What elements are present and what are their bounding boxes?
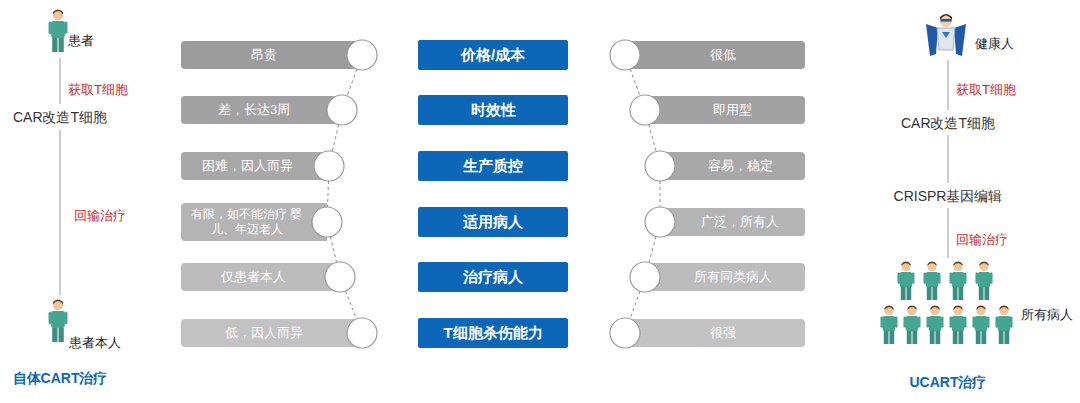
dashed-guide	[649, 124, 656, 151]
person-icon	[926, 306, 943, 344]
person-icon	[903, 306, 920, 344]
hero-icon	[926, 14, 966, 56]
column-label: CRISPR基因编辑	[892, 188, 1005, 205]
category-box: 治疗病人	[418, 262, 568, 292]
category-label: 治疗病人	[463, 268, 523, 287]
person-icon	[923, 262, 940, 300]
category-label: 适用病人	[463, 213, 523, 232]
comparison-text: 仅患者本人	[221, 269, 286, 285]
person-icon	[975, 262, 992, 300]
person-icon	[972, 306, 989, 344]
category-label: 价格/成本	[461, 46, 525, 65]
dashed-guide	[660, 181, 661, 207]
step-label: 回输治疗	[954, 232, 1010, 248]
step-label: 获取T细胞	[954, 82, 1018, 98]
flow-line	[948, 135, 949, 183]
comparison-pill: 昂贵	[181, 41, 362, 69]
column-label: CAR改造T细胞	[11, 109, 109, 126]
comparison-pill: 困难，因人而异	[181, 152, 329, 180]
method-title: UCART治疗	[908, 374, 989, 391]
flow-line	[60, 58, 61, 104]
dashed-guide	[327, 181, 329, 207]
comparison-text: 所有同类病人	[694, 269, 772, 285]
column-label: 患者	[66, 33, 96, 49]
person-icon	[949, 262, 966, 300]
category-box: 价格/成本	[418, 40, 568, 70]
comparison-pill: 有限，如不能治疗 婴儿、年迈老人	[181, 203, 327, 241]
step-label: 回输治疗	[72, 208, 128, 224]
comparison-text: 低，因人而异	[225, 325, 303, 341]
dashed-guide	[347, 69, 357, 96]
comparison-text: 很强	[710, 325, 736, 341]
dashed-guide	[332, 125, 338, 152]
comparison-pill: 容易，稳定	[660, 152, 805, 180]
comparison-text: 广泛，所有人	[701, 214, 779, 230]
comparison-text: 差，长达3周	[218, 102, 290, 118]
comparison-pill: 很低	[625, 41, 805, 69]
category-label: 时效性	[471, 101, 516, 120]
comparison-pill: 差，长达3周	[181, 96, 342, 124]
comparison-pill: 低，因人而异	[181, 319, 362, 347]
flow-line	[948, 208, 949, 258]
method-title: 自体CART治疗	[11, 370, 110, 387]
category-label: 生产质控	[463, 157, 523, 176]
comparison-pill: 很强	[625, 319, 805, 347]
dashed-guide	[630, 291, 640, 319]
dashed-guide	[649, 236, 656, 262]
category-box: T细胞杀伤能力	[418, 318, 568, 348]
column-label: 健康人	[973, 36, 1016, 52]
dashed-guide	[345, 291, 356, 319]
category-box: 适用病人	[418, 207, 568, 237]
flow-line	[948, 60, 949, 110]
column-label: CAR改造T细胞	[899, 115, 997, 132]
category-box: 时效性	[418, 95, 568, 125]
column-label: 患者本人	[67, 335, 123, 351]
person-icon	[995, 306, 1012, 344]
comparison-text: 很低	[710, 47, 736, 63]
flow-line	[60, 130, 61, 295]
person-icon	[897, 262, 914, 300]
comparison-pill: 仅患者本人	[181, 263, 340, 291]
person-icon	[49, 299, 68, 342]
comparison-pill: 即用型	[645, 96, 805, 124]
comparison-pill: 广泛，所有人	[660, 208, 805, 236]
person-icon	[880, 306, 897, 344]
comparison-text: 昂贵	[251, 47, 277, 63]
comparison-text: 有限，如不能治疗 婴儿、年迈老人	[191, 207, 303, 237]
dashed-guide	[330, 237, 336, 263]
category-box: 生产质控	[418, 151, 568, 181]
step-label: 获取T细胞	[66, 82, 130, 98]
dashed-guide	[630, 69, 640, 96]
comparison-text: 困难，因人而异	[202, 158, 293, 174]
comparison-pill: 所有同类病人	[645, 263, 805, 291]
column-label: 所有病人	[1019, 307, 1075, 323]
comparison-text: 即用型	[713, 102, 752, 118]
category-label: T细胞杀伤能力	[443, 324, 542, 343]
person-icon	[949, 306, 966, 344]
person-icon	[49, 9, 68, 52]
comparison-text: 容易，稳定	[708, 158, 773, 174]
